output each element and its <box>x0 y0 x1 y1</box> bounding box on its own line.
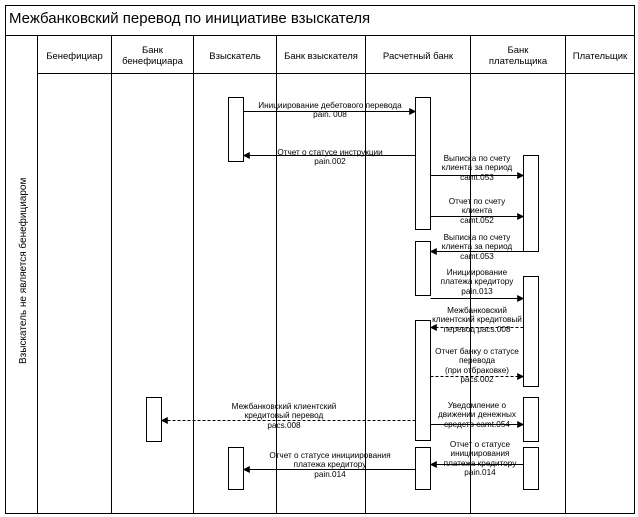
lane-header-payer: Плательщик <box>572 50 628 62</box>
message-label-interbank-pacs008: Межбанковский клиентский кредитовый пере… <box>231 402 337 430</box>
activation-payer-bank <box>523 447 539 490</box>
activation-settlement-bank <box>415 447 431 490</box>
activation-payer-bank <box>523 276 539 387</box>
pool-borders <box>5 5 635 514</box>
message-label-interbank-pacs008: Межбанковский клиентский кредитовый пере… <box>432 306 522 334</box>
message-label-rejection-status-pacs002: Отчет банку о статусе перевода (при отбр… <box>435 347 519 385</box>
activation-payer-bank <box>523 397 539 442</box>
lane-header-collector-bank: Банк взыскателя <box>284 50 358 62</box>
message-label-debit-initiation: Инициирование дебетового перевода pain. … <box>258 101 402 120</box>
pool-label: Взыскатель не является бенефициаром <box>18 177 29 364</box>
message-label-statement-camt053: Выписка по счету клиента за период camt.… <box>441 154 513 182</box>
activation-collector <box>228 97 244 162</box>
outer-frame <box>5 5 635 514</box>
lane-header-beneficiary-bank: Банк бенефициара <box>122 45 183 67</box>
message-label-instruction-status: Отчет о статусе инструкции pain.002 <box>277 148 383 167</box>
message-label-statement-camt053: Выписка по счету клиента за период camt.… <box>441 233 513 261</box>
activation-collector <box>228 447 244 490</box>
activation-beneficiary-bank <box>146 397 162 442</box>
message-label-initiation-status-pain014: Отчет о статусе инициирования платежа кр… <box>269 451 391 479</box>
message-arrows <box>160 108 525 473</box>
lane-header-payer-bank: Банк плательщика <box>488 45 548 67</box>
message-label-cash-movement-camt054: Уведомление о движении денежных средств … <box>438 401 516 429</box>
diagram-title: Межбанковский перевод по инициативе взыс… <box>9 10 371 27</box>
message-label-payment-initiation-pain013: Инициирование платежа кредитору pain.013 <box>440 268 514 296</box>
activation-bars <box>146 97 539 490</box>
lane-header-collector: Взыскатель <box>209 50 261 62</box>
message-label-report-camt052: Отчет по счету клиента camt.052 <box>448 197 506 225</box>
activation-settlement-bank <box>415 320 431 441</box>
activation-payer-bank <box>523 155 539 252</box>
lane-header-settlement-bank: Расчетный банк <box>382 50 454 62</box>
lane-header-beneficiary: Бенефициар <box>46 50 103 62</box>
activation-settlement-bank <box>415 97 431 230</box>
message-label-initiation-status-pain014: Отчет о статусе инициирования платежа кр… <box>443 440 517 478</box>
activation-settlement-bank <box>415 241 431 296</box>
